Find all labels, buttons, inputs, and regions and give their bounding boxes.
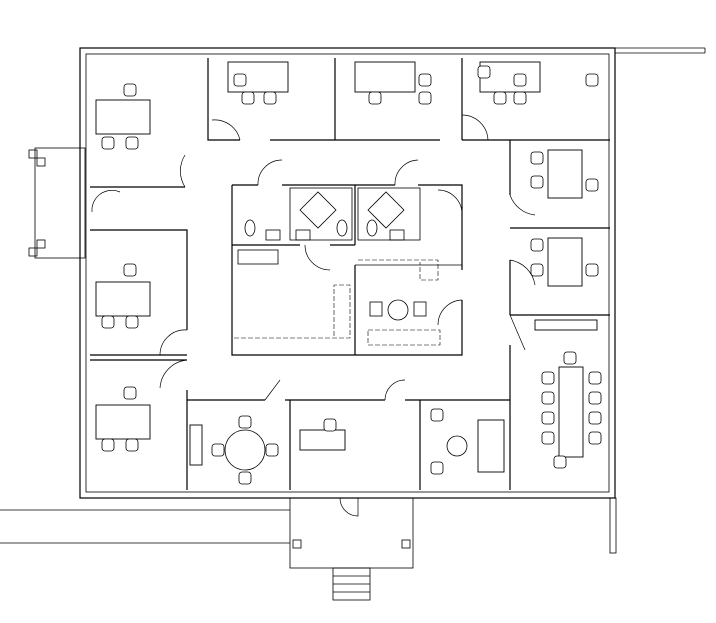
- kitchen-cabinets: [234, 249, 441, 346]
- chair-icon: [125, 136, 139, 150]
- chair-icon: [530, 151, 544, 165]
- chair-icon: [238, 415, 252, 429]
- chair-icon: [238, 471, 252, 485]
- chair-icon: [588, 411, 602, 425]
- chair-icon: [123, 263, 137, 277]
- chair-icon: [263, 91, 277, 105]
- chair-icon: [323, 418, 337, 432]
- chair-icon: [541, 371, 555, 385]
- chair-icon: [211, 443, 225, 457]
- desks: [95, 61, 598, 473]
- chair-icon: [541, 411, 555, 425]
- chair-icon: [585, 73, 599, 87]
- chair-icon: [513, 73, 527, 87]
- chair-icon: [125, 438, 139, 452]
- chair-icon: [123, 83, 137, 97]
- chair-icon: [101, 315, 115, 329]
- chair-icon: [233, 73, 247, 87]
- chair-icon: [101, 136, 115, 150]
- chair-icon: [265, 443, 279, 457]
- chair-icon: [101, 438, 115, 452]
- chair-icon: [541, 391, 555, 405]
- entrance-porch: [289, 497, 414, 601]
- chair-icon: [585, 178, 599, 192]
- chair-icon: [541, 431, 555, 445]
- chair-icon: [125, 315, 139, 329]
- restrooms: [244, 187, 421, 241]
- chair-icon: [588, 391, 602, 405]
- chair-icon: [563, 351, 577, 365]
- chair-icon: [513, 91, 527, 105]
- chairs: [101, 65, 602, 485]
- chair-icon: [493, 91, 507, 105]
- chair-icon: [588, 431, 602, 445]
- chair-icon: [430, 408, 444, 422]
- chair-icon: [530, 238, 544, 252]
- chair-icon: [477, 65, 491, 79]
- chair-icon: [123, 386, 137, 400]
- chair-icon: [241, 91, 255, 105]
- chair-icon: [418, 73, 432, 87]
- chair-icon: [585, 263, 599, 277]
- chair-icon: [553, 455, 567, 469]
- chair-icon: [530, 263, 544, 277]
- chair-icon: [430, 461, 444, 475]
- doors: [91, 114, 536, 401]
- round-tables: [224, 429, 468, 471]
- chair-icon: [530, 175, 544, 189]
- side-porch: [28, 147, 86, 259]
- chair-icon: [368, 91, 382, 105]
- interior-walls: [90, 58, 610, 490]
- chair-icon: [418, 91, 432, 105]
- chair-icon: [588, 371, 602, 385]
